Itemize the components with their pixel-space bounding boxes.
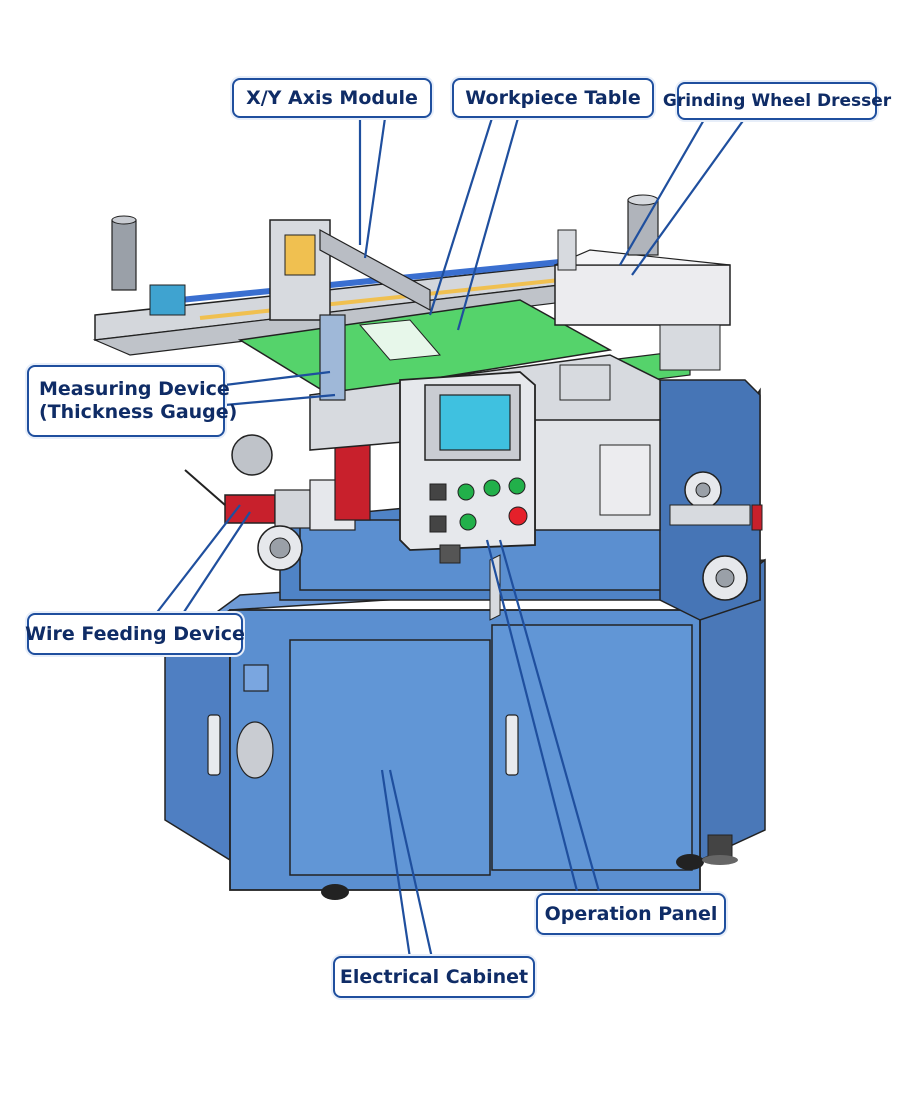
operation-panel (399, 371, 661, 621)
label-workpiece-table-text: Workpiece Table (465, 86, 641, 109)
label-grinding-wheel-dresser-text: Grinding Wheel Dresser (662, 90, 892, 111)
label-xy-axis-module: X/Y Axis Module (232, 78, 432, 118)
grinding-wheel-dresser (554, 194, 731, 401)
label-operation-panel-text: Operation Panel (544, 902, 718, 925)
electrical-cabinet (164, 558, 766, 900)
label-operation-panel: Operation Panel (536, 893, 726, 935)
label-measuring-device-line1: Measuring Device (39, 378, 230, 401)
leader-lines (154, 117, 746, 959)
label-workpiece-table: Workpiece Table (452, 78, 654, 118)
wire-feeding-device (184, 434, 371, 571)
label-measuring-device-line2: (Thickness Gauge) (39, 401, 238, 423)
label-grinding-wheel-dresser: Grinding Wheel Dresser (663, 82, 891, 120)
label-electrical-cabinet: Electrical Cabinet (333, 956, 535, 998)
label-wire-feeding-device: Wire Feeding Device (25, 613, 245, 655)
label-measuring-device: Measuring Device (Thickness Gauge) (27, 365, 237, 437)
label-wire-feeding-device-text: Wire Feeding Device (25, 622, 245, 645)
label-xy-axis-module-text: X/Y Axis Module (246, 86, 418, 109)
label-electrical-cabinet-text: Electrical Cabinet (339, 965, 529, 988)
xy-axis-module (111, 215, 431, 401)
